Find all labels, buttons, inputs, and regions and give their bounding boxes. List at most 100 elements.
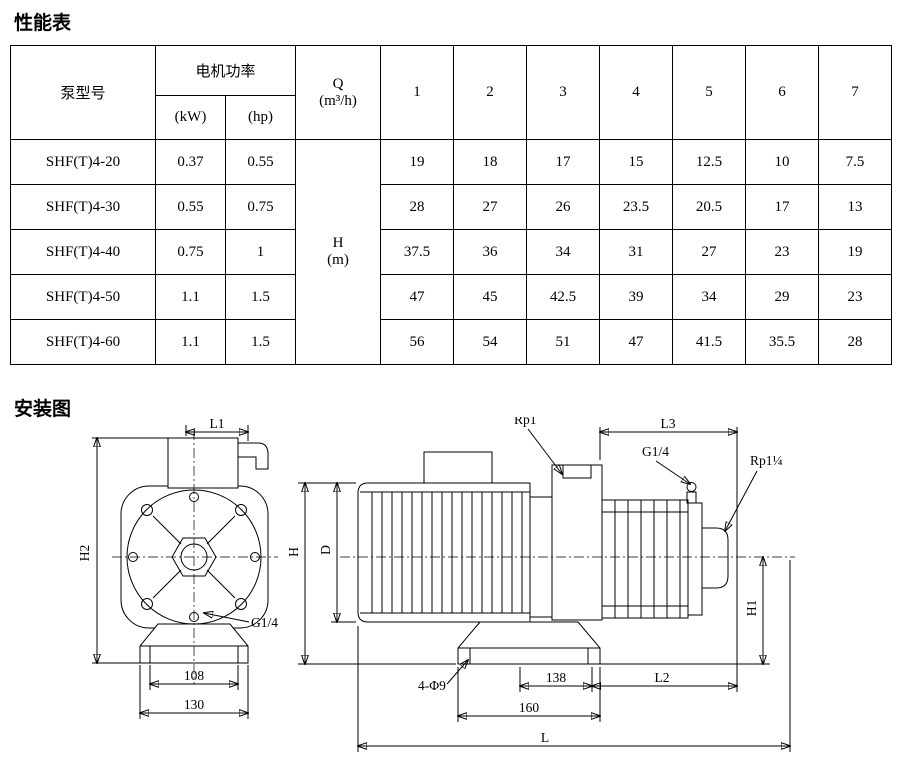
head-value-cell: 17 (526, 139, 601, 185)
head-symbol: H (332, 235, 344, 251)
col-header-hp: (hp) (224, 95, 297, 140)
bolt-hole (141, 504, 153, 516)
spokes (152, 515, 236, 599)
head-value-cell: 7.5 (818, 139, 893, 185)
holes-label: 4-Φ9 (418, 678, 446, 693)
head-value-cell: 20.5 (672, 184, 747, 230)
head-value-cell: 56 (380, 319, 455, 365)
pump-front-view (112, 430, 278, 684)
dim-label-108: 108 (184, 668, 205, 683)
head-value-cell: 35.5 (745, 319, 820, 365)
head-unit: (m) (327, 252, 349, 268)
head-value-cell: 34 (526, 229, 601, 275)
suction-cap (701, 527, 729, 589)
model-cell: SHF(T)4-20 (10, 139, 156, 185)
flow-unit: (m³/h) (319, 92, 357, 109)
head-value-cell: 23 (818, 274, 893, 320)
head-value-cell: 54 (453, 319, 528, 365)
hp-cell: 1.5 (224, 274, 297, 320)
col-header-pump-model: 泵型号 (10, 45, 156, 140)
col-header-flow: Q (m³/h) (295, 45, 382, 140)
col-header-flow-5: 5 (672, 45, 747, 140)
head-value-cell: 36 (453, 229, 528, 275)
front-view-dimensions: L1 H2 G1/4 108 130 (77, 417, 278, 719)
head-value-cell: 51 (526, 319, 601, 365)
head-value-cell: 27 (453, 184, 528, 230)
head-value-cell: 19 (818, 229, 893, 275)
performance-table: 泵型号 电机功率 Q (m³/h) 1 2 3 4 5 6 7 (kW) (hp… (10, 45, 893, 365)
table-row: SHF(T)4-30 0.55 0.75 28 27 26 23.5 20.5 … (10, 184, 893, 230)
model-cell: SHF(T)4-60 (10, 319, 156, 365)
head-value-cell: 37.5 (380, 229, 455, 275)
hp-cell: 1 (224, 229, 297, 275)
head-value-cell: 15 (599, 139, 674, 185)
col-header-flow-1: 1 (380, 45, 455, 140)
leader-line (655, 460, 690, 484)
head-value-cell: 45 (453, 274, 528, 320)
motor-body (357, 482, 531, 623)
installation-diagram-title: 安装图 (14, 398, 72, 420)
col-header-flow-2: 2 (453, 45, 528, 140)
kw-cell: 1.1 (155, 274, 226, 320)
head-value-cell: 41.5 (672, 319, 747, 365)
discharge-port-bore (562, 465, 592, 479)
leader-line (204, 613, 250, 623)
head-value-cell: 34 (672, 274, 747, 320)
side-view-dimensions: H D L3 Rp1 G1/4 Rp1¼ H1 4-Φ9 (286, 417, 790, 752)
port-label-rp1-quarter: Rp1¼ (750, 453, 783, 468)
dim-label-l1: L1 (210, 417, 225, 431)
dim-label-h2: H2 (77, 545, 92, 562)
model-cell: SHF(T)4-40 (10, 229, 156, 275)
head-value-cell: 19 (380, 139, 455, 185)
head-unit-cell: H (m) (295, 139, 382, 365)
dim-label-h: H (286, 547, 301, 557)
head-value-cell: 12.5 (672, 139, 747, 185)
model-cell: SHF(T)4-30 (10, 184, 156, 230)
discharge-block (551, 464, 603, 621)
head-value-cell: 29 (745, 274, 820, 320)
head-value-cell: 17 (745, 184, 820, 230)
table-row: SHF(T)4-20 0.37 0.55 H (m) 19 18 17 15 1… (10, 139, 893, 365)
head-value-cell: 23 (745, 229, 820, 275)
kw-cell: 0.55 (155, 184, 226, 230)
dim-label-l2: L2 (655, 670, 670, 685)
head-value-cell: 26 (526, 184, 601, 230)
table-row: SHF(T)4-50 1.1 1.5 47 45 42.5 39 34 29 2… (10, 274, 893, 320)
leader-line (725, 470, 758, 531)
port-label-rp1: Rp1 (514, 417, 537, 427)
end-flange (687, 502, 703, 616)
motor-fins (371, 492, 523, 613)
dim-label-130: 130 (184, 697, 205, 712)
dim-label-l: L (541, 730, 549, 745)
head-value-cell: 27 (672, 229, 747, 275)
leader-line (527, 428, 562, 474)
bolt-hole (235, 504, 247, 516)
port-label-g14: G1/4 (251, 615, 278, 630)
table-row: SHF(T)4-40 0.75 1 37.5 36 34 31 27 23 19 (10, 229, 893, 275)
vent-screw (686, 482, 697, 492)
pump-side-view (340, 451, 795, 665)
kw-cell: 1.1 (155, 319, 226, 365)
head-value-cell: 10 (745, 139, 820, 185)
hp-cell: 0.55 (224, 139, 297, 185)
spout (237, 442, 269, 470)
col-header-flow-4: 4 (599, 45, 674, 140)
bolt-hole (141, 598, 153, 610)
col-header-flow-3: 3 (526, 45, 601, 140)
kw-cell: 0.37 (155, 139, 226, 185)
head-value-cell: 42.5 (526, 274, 601, 320)
terminal-box (423, 451, 493, 484)
installation-diagram: L1 H2 G1/4 108 130 (77, 417, 795, 752)
col-header-flow-6: 6 (745, 45, 820, 140)
port-label-g14: G1/4 (642, 444, 669, 459)
head-value-cell: 23.5 (599, 184, 674, 230)
discharge-port (167, 437, 239, 489)
stage-lines (614, 500, 681, 618)
hp-cell: 0.75 (224, 184, 297, 230)
dim-label-d: D (318, 545, 333, 555)
base-stand (457, 621, 601, 665)
head-value-cell: 13 (818, 184, 893, 230)
table-row: SHF(T)4-60 1.1 1.5 56 54 51 47 41.5 35.5… (10, 319, 893, 365)
col-header-flow-7: 7 (818, 45, 893, 140)
